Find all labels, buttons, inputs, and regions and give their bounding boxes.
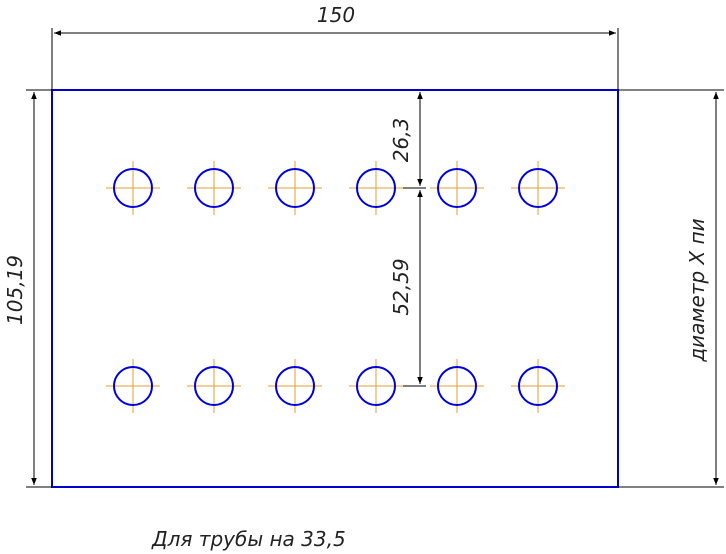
hole-circle [518, 366, 558, 406]
hole [430, 161, 484, 215]
hole-circle [113, 168, 153, 208]
hole [187, 359, 241, 413]
hole [268, 359, 322, 413]
height-label: 105,19 [3, 255, 27, 325]
hole [106, 359, 160, 413]
width-label: 150 [317, 3, 355, 27]
hole-circle [113, 366, 153, 406]
hole-circle [275, 168, 315, 208]
hole [106, 161, 160, 215]
hole [430, 359, 484, 413]
row-spacing-dimension: 52,59 [375, 187, 426, 387]
diameter-dimension: диаметр Х пи [618, 89, 724, 488]
hole-circle [356, 366, 396, 406]
hole-circle [194, 168, 234, 208]
holes-group [106, 161, 565, 413]
top-offset-dimension: 26,3 [389, 92, 423, 186]
hole-circle [194, 366, 234, 406]
hole [349, 161, 403, 215]
hole [268, 161, 322, 215]
hole-circle [356, 168, 396, 208]
plate-outline [51, 89, 619, 488]
height-dimension: 105,19 [3, 89, 52, 488]
hole-circle [437, 366, 477, 406]
diameter-label: диаметр Х пи [685, 218, 709, 362]
hole [511, 161, 565, 215]
hole [349, 359, 403, 413]
top-offset-label: 26,3 [389, 118, 413, 163]
hole-circle [437, 168, 477, 208]
row-spacing-label: 52,59 [389, 258, 413, 315]
width-dimension: 150 [51, 3, 619, 90]
hole-circle [275, 366, 315, 406]
hole-circle [518, 168, 558, 208]
hole [511, 359, 565, 413]
hole [187, 161, 241, 215]
drawing-note: Для трубы на 33,5 [151, 527, 346, 551]
